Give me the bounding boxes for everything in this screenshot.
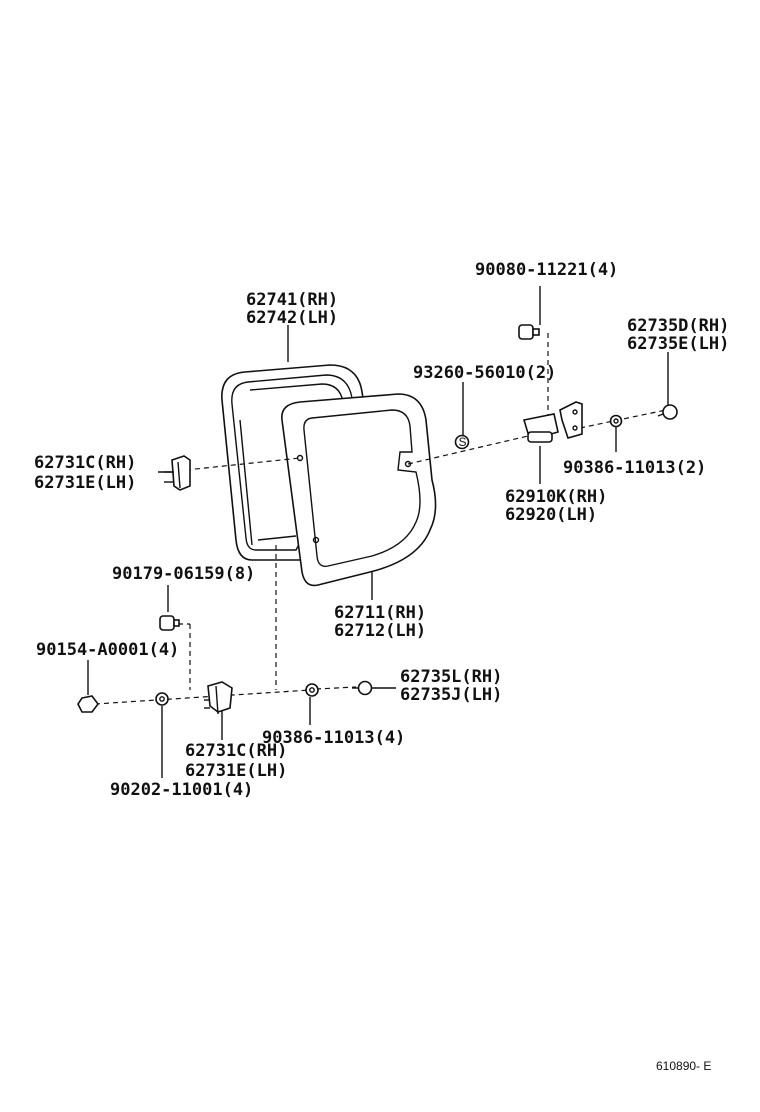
label-62731c-rh-top: 62731C(RH) [34, 453, 136, 473]
assembly-dashed-lines [94, 333, 667, 705]
label-90386-11013-top: 90386-11013(2) [563, 458, 706, 478]
label-62735e-lh: 62735E(LH) [627, 334, 729, 354]
label-62910k-rh: 62910K(RH) [505, 487, 607, 507]
label-90386-11013-bottom: 90386-11013(4) [262, 728, 405, 748]
label-62712-lh: 62712(LH) [334, 621, 426, 641]
window-glass [281, 393, 437, 587]
nut-90386-top-icon [609, 414, 623, 428]
washer-90202-icon [155, 692, 169, 706]
screw-90179-icon [159, 615, 180, 631]
label-62735d-rh: 62735D(RH) [627, 316, 729, 336]
label-62731c-rh-bottom: 62731C(RH) [185, 741, 287, 761]
hinge-62910K-icon [522, 401, 583, 443]
leader-lines [87, 286, 669, 778]
clip-62735D-icon [657, 404, 678, 420]
label-62742-lh: 62742(LH) [246, 308, 338, 328]
label-90154-a0001: 90154-A0001(4) [36, 640, 179, 660]
label-62741-rh: 62741(RH) [246, 290, 338, 310]
nut-90386-bottom-icon [305, 683, 319, 697]
label-93260-56010: 93260-56010(2) [413, 363, 556, 383]
bracket-62731C-bottom-icon [204, 681, 233, 715]
svg-text:S: S [459, 435, 467, 449]
nut-90154-icon [77, 695, 99, 713]
label-90179-06159: 90179-06159(8) [112, 564, 255, 584]
clip-62735L-icon [352, 680, 373, 696]
label-62731e-lh-top: 62731E(LH) [34, 473, 136, 493]
label-62731e-lh-bottom: 62731E(LH) [185, 761, 287, 781]
label-62735j-lh: 62735J(LH) [400, 685, 502, 705]
label-62920-lh: 62920(LH) [505, 505, 597, 525]
hardware-parts: S [77, 324, 678, 715]
label-62735l-rh: 62735L(RH) [400, 667, 502, 687]
bolt-90080-icon [518, 324, 540, 340]
bracket-62731C-top-icon [164, 455, 191, 491]
spacer-93260-icon: S [454, 434, 470, 450]
label-90080-11221: 90080-11221(4) [475, 260, 618, 280]
label-90202-11001: 90202-11001(4) [110, 780, 253, 800]
part-labels: 90080-11221(4) 62741(RH) 62742(LH) 62735… [34, 260, 729, 800]
figure-reference: 610890- E [656, 1059, 711, 1073]
label-62711-rh: 62711(RH) [334, 603, 426, 623]
